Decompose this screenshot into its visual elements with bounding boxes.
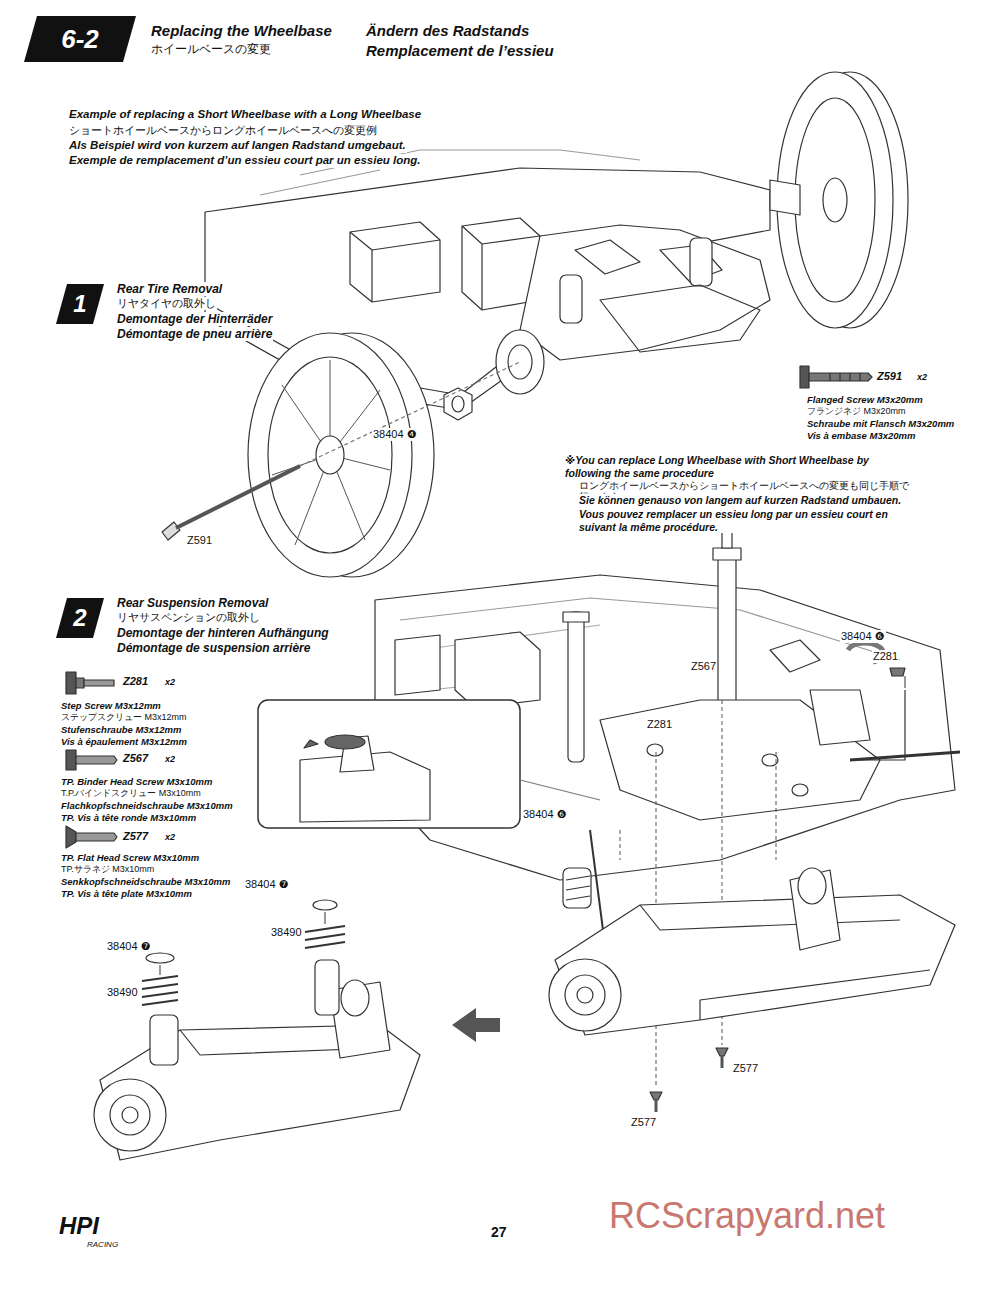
part-number: Z567 bbox=[122, 752, 149, 765]
intro-text: ショートホイールベースからロングホイールベースへの変更例 bbox=[68, 124, 378, 137]
step-title: リヤタイヤの取外し bbox=[116, 297, 217, 310]
step-title: Demontage der Hinterräder bbox=[116, 312, 273, 326]
step-title: Rear Suspension Removal bbox=[116, 596, 269, 610]
note-text: Vous pouvez remplacer un essieu long par… bbox=[578, 508, 910, 533]
step-title: Rear Tire Removal bbox=[116, 282, 223, 296]
intro-text: Example of replacing a Short Wheelbase w… bbox=[68, 108, 422, 122]
part-number: Z591 bbox=[186, 534, 213, 547]
section-title: Ändern des Radstands bbox=[365, 22, 530, 40]
callout-number: 38404 ❻ bbox=[840, 630, 886, 643]
step-title: Démontage de pneu arrière bbox=[116, 327, 273, 341]
callout-number: 38490 bbox=[270, 926, 303, 939]
badge-fill bbox=[56, 284, 104, 324]
part-description: TP.サラネジ M3x10mm bbox=[60, 864, 155, 875]
part-description: フランジネジ M3x20mm bbox=[806, 406, 907, 417]
badge-number: 1 bbox=[73, 290, 86, 318]
brand-logo: RACING bbox=[86, 1240, 119, 1250]
intro-text: Exemple de remplacement d’un essieu cour… bbox=[68, 154, 422, 168]
callout-number: Z281 bbox=[646, 718, 673, 731]
part-number: Z281 bbox=[122, 675, 149, 688]
part-number: Z577 bbox=[122, 830, 149, 843]
part-description: Senkkopfschneidschraube M3x10mm bbox=[60, 876, 231, 887]
callout-number: 38404 ❻ bbox=[522, 808, 568, 821]
part-description: Vis à embase M3x20mm bbox=[806, 430, 916, 441]
note-text: ※You can replace Long Wheelbase with Sho… bbox=[564, 454, 896, 479]
callout-number: 38404 ❼ bbox=[106, 940, 152, 953]
section-badge: 6-2 bbox=[24, 16, 136, 62]
quantity: x2 bbox=[916, 372, 928, 383]
callout-number: 38490 bbox=[106, 986, 139, 999]
part-description: Flachkopfschneidschraube M3x10mm bbox=[60, 800, 234, 811]
section-title: Remplacement de l’essieu bbox=[365, 42, 555, 60]
page-number: 27 bbox=[490, 1224, 508, 1241]
badge-fill bbox=[24, 16, 136, 62]
note-text: Sie können genauso von langem auf kurzen… bbox=[578, 494, 910, 507]
part-number: 38404 ❹ bbox=[372, 428, 418, 441]
part-description: Step Screw M3x12mm bbox=[60, 700, 162, 711]
step-title: リヤサスペンションの取外し bbox=[116, 611, 261, 624]
section-title: Replacing the Wheelbase bbox=[150, 22, 333, 40]
quantity: x2 bbox=[164, 677, 176, 688]
callout-number: 38404 ❼ bbox=[244, 878, 290, 891]
part-description: TP. Vis à tête plate M3x10mm bbox=[60, 888, 193, 899]
callout-number: Z577 bbox=[630, 1116, 657, 1129]
part-description: TP. Flat Head Screw M3x10mm bbox=[60, 852, 200, 863]
watermark: RCScrapyard.net bbox=[608, 1194, 886, 1237]
step-badge: 1 bbox=[56, 284, 104, 324]
quantity: x2 bbox=[164, 754, 176, 765]
part-description: Schraube mit Flansch M3x20mm bbox=[806, 418, 955, 429]
part-description: T.P.バインドスクリュー M3x10mm bbox=[60, 788, 202, 799]
part-description: ステップスクリュー M3x12mm bbox=[60, 712, 188, 723]
part-description: Stufenschraube M3x12mm bbox=[60, 724, 182, 735]
callout-number: Z281 bbox=[872, 650, 899, 663]
part-description: Flanged Screw M3x20mm bbox=[806, 394, 924, 405]
part-description: Vis à épaulement M3x12mm bbox=[60, 736, 188, 747]
badge-number: 2 bbox=[73, 604, 86, 632]
brand-logo: HPI bbox=[58, 1212, 100, 1241]
part-description: TP. Binder Head Screw M3x10mm bbox=[60, 776, 213, 787]
badge-number: 6-2 bbox=[61, 24, 99, 55]
part-number: Z591 bbox=[876, 370, 903, 383]
quantity: x2 bbox=[164, 832, 176, 843]
callout-number: Z577 bbox=[732, 1062, 759, 1075]
intro-text: Als Beispiel wird von kurzem auf langen … bbox=[68, 139, 407, 153]
section-title: ホイールベースの変更 bbox=[150, 42, 272, 56]
callout-number: Z567 bbox=[690, 660, 717, 673]
part-description: TP. Vis à tête ronde M3x10mm bbox=[60, 812, 197, 823]
badge-fill bbox=[56, 598, 104, 638]
step-title: Demontage der hinteren Aufhängung bbox=[116, 626, 330, 640]
step-title: Démontage de suspension arrière bbox=[116, 641, 311, 655]
step-badge: 2 bbox=[56, 598, 104, 638]
